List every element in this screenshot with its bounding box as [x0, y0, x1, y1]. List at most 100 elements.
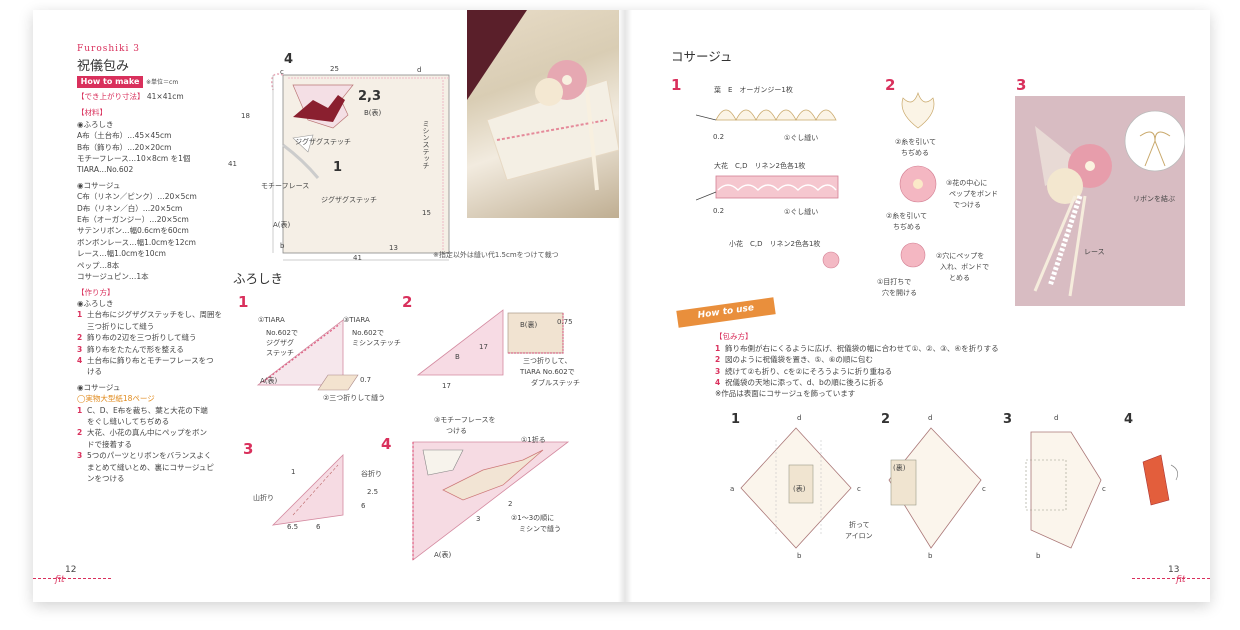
wrap1-iron: アイロン: [845, 532, 873, 540]
wrap-step-number: 4: [715, 378, 721, 388]
step1-label-left-4: ステッチ: [266, 349, 294, 357]
page-title: 祝儀包み: [77, 59, 130, 74]
zigzag-stitch-line: [271, 73, 284, 91]
step1-label-left-3: ジグザグ: [266, 339, 294, 347]
step1-diagram: [256, 319, 359, 391]
leaf-diagram: [696, 109, 837, 121]
motif-lace-band: [282, 143, 320, 179]
pattern-note: ◯実物大型紙18ページ: [77, 394, 155, 404]
label-2-3: 2,3: [358, 89, 382, 104]
footer-dashed-line-right: [1132, 578, 1210, 579]
footer-logo-left: fit: [55, 575, 65, 585]
ribbon-bow: [1139, 131, 1171, 167]
wrap2-c: c: [982, 485, 986, 493]
wrap-diagram-1: [740, 427, 852, 549]
step1-fold: [317, 374, 359, 391]
pull-thread-2: ②糸を引いて: [886, 212, 928, 220]
wrap1-d: d: [797, 414, 802, 422]
material-item: コサージュピン…1本: [77, 272, 149, 282]
pull-thread-2b: ちぢめる: [893, 223, 921, 231]
corsage-title: コサージュ: [671, 49, 733, 64]
wrap3-d: d: [1054, 414, 1059, 422]
material-item: A布（土台布）…45×45cm: [77, 131, 172, 141]
small-flower-step-icon: [900, 242, 926, 268]
method-step-number: 1: [77, 310, 83, 320]
right-page: コサージュ 1 葉 E オーガンジー1枚 0.2 ①ぐし縫い 大花 C,D リネ…: [631, 10, 1210, 602]
corner-d: d: [417, 66, 422, 74]
corsage-center: [1085, 161, 1095, 171]
method-step-text: ンをつける: [87, 474, 125, 483]
big-flower-needle: [696, 191, 717, 201]
corsage-photo: [1015, 96, 1185, 306]
awl-hole-b: 穴を開ける: [882, 289, 917, 297]
step1-label-right-2: No.602で: [352, 329, 384, 337]
step3-dim-1: 1: [291, 468, 296, 476]
step4-sew-2: ミシンで縫う: [519, 525, 561, 533]
tie-ribbon-label: リボンを結ぶ: [1133, 195, 1175, 203]
materials-corsage-header: ◉コサージュ: [77, 180, 121, 190]
materials-furoshiki-header: ◉ふろしき: [77, 119, 114, 129]
step1-fold-note: ②三つ折りして縫う: [323, 394, 386, 402]
step2-dim-17b: 17: [442, 382, 451, 390]
material-item: サテンリボン…幅0.6cmを60cm: [77, 226, 189, 236]
photo-stitch: [496, 119, 608, 141]
wrap1-envelope: [788, 464, 814, 504]
method-step-line: 三つ折りにして縫う: [77, 321, 262, 332]
material-item: E布（オーガンジー）…20×5cm: [77, 215, 189, 225]
product-photo: [467, 10, 619, 218]
dim-15: 15: [422, 209, 431, 217]
seam-allowance-note: ※指定以外は縫い代1.5cmをつけて裁つ: [433, 251, 559, 259]
wrap-diagram-4: [1142, 454, 1178, 506]
method-furoshiki-header: ◉ふろしき: [77, 298, 114, 308]
step2-note-1: 三つ折りして、: [523, 357, 572, 365]
method-label: 【作り方】: [77, 287, 115, 297]
a-face-label: A(表): [273, 221, 291, 229]
step2-note-3: ダブルステッチ: [531, 379, 580, 387]
finished-size-value: 41×41cm: [146, 92, 184, 101]
page-number-right: 13: [1168, 565, 1180, 575]
material-item: B布（飾り布）…20×20cm: [77, 142, 172, 152]
wrap3-c: c: [1102, 485, 1106, 493]
step1-triangle: [256, 319, 344, 386]
how-to-use-badge: How to use: [676, 297, 776, 328]
corsage-step1-number: 1: [671, 76, 682, 94]
wrap4-arrow: [1170, 464, 1178, 481]
step4-motif-lace: [422, 449, 464, 476]
small-flower-label: 小花 C,D リネン2色各1枚: [729, 240, 821, 248]
method-step-number: 2: [77, 333, 83, 343]
zigzag-label-2: ジグザグステッチ: [321, 196, 377, 204]
method-step-number: 1: [77, 405, 83, 415]
method-step-text: ドで接着する: [87, 439, 132, 449]
folded-ribbon-piece: [293, 95, 345, 122]
method-step-text: をぐし縫いしてちぢめる: [87, 416, 170, 426]
step3-valley-fold: 谷折り: [361, 470, 382, 478]
photo-lace-ribbon: [585, 89, 599, 191]
material-item: TIARA…No.602: [77, 165, 134, 175]
series-label: Furoshiki 3: [77, 44, 140, 54]
wrap-diagram1-number: 1: [731, 412, 741, 427]
wrap1-fold: 折って: [849, 521, 870, 529]
step3-triangle: [271, 454, 344, 526]
wrap-diagram-3: [1025, 431, 1102, 549]
open-book-spread: Furoshiki 3 祝儀包み How to make ※単位＝cm 【でき上…: [33, 10, 1210, 602]
step2-diagram: [416, 309, 564, 376]
wrap-diagram2-number: 2: [881, 412, 891, 427]
wrap4-folded-packet: [1142, 454, 1170, 506]
method-corsage-header: ◉コサージュ: [77, 382, 121, 392]
motif-lace: [292, 134, 314, 153]
wrap-step-text: 続けて②も折り、cを②にそろうように折り重ねる: [725, 366, 893, 376]
method-step-text: C、D、E布を裁ち、葉と大花の下端: [87, 405, 208, 415]
pull-thread-1: ②糸を引いて: [895, 138, 937, 146]
leaf-petals: [715, 109, 837, 121]
wrap-note: ※作品は表面にコサージュを飾っています: [715, 389, 856, 398]
dim-18: 18: [241, 112, 250, 120]
step4-diagram: [412, 441, 570, 561]
step4-dim-2: 2: [508, 500, 513, 508]
wrap3-b: b: [1036, 552, 1041, 560]
